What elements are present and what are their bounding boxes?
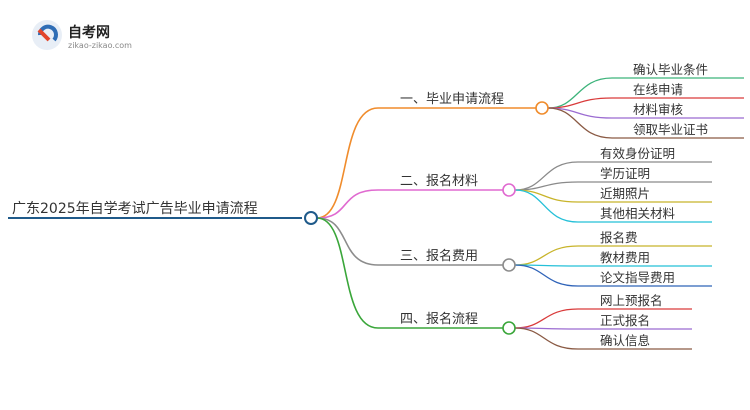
leaf-label: 网上预报名 bbox=[600, 293, 663, 308]
branch-node-circle[interactable] bbox=[535, 101, 549, 115]
leaf-label: 材料审核 bbox=[633, 102, 684, 117]
leaf-label: 论文指导费用 bbox=[600, 270, 675, 285]
branch-node-circle[interactable] bbox=[502, 183, 516, 197]
leaf-label: 教材费用 bbox=[600, 250, 650, 265]
logo-mark-icon bbox=[32, 20, 62, 50]
leaf-connector bbox=[514, 245, 579, 266]
leaf-connector bbox=[514, 189, 579, 223]
branch-node-circle[interactable] bbox=[502, 321, 516, 335]
leaf-label: 领取毕业证书 bbox=[633, 122, 708, 137]
logo-url: zikao-zikao.com bbox=[68, 41, 132, 50]
leaf-label: 确认毕业条件 bbox=[633, 62, 708, 77]
branch-label: 二、报名材料 bbox=[400, 173, 478, 189]
logo-title: 自考网 bbox=[68, 25, 110, 41]
leaf-connector bbox=[547, 107, 613, 139]
branch-connector bbox=[316, 107, 379, 219]
leaf-connector bbox=[514, 327, 579, 350]
leaf-label: 确认信息 bbox=[600, 333, 650, 348]
leaf-label: 正式报名 bbox=[600, 313, 650, 328]
leaf-label: 近期照片 bbox=[600, 186, 650, 201]
branch-connector bbox=[316, 189, 379, 219]
leaf-connector bbox=[514, 308, 579, 329]
root-label: 广东2025年自学考试广告毕业申请流程 bbox=[12, 201, 258, 217]
branch-connector bbox=[316, 217, 379, 329]
leaf-label: 报名费 bbox=[600, 230, 638, 245]
leaf-label: 其他相关材料 bbox=[600, 206, 676, 221]
leaf-label: 有效身份证明 bbox=[600, 146, 675, 161]
leaf-connector bbox=[514, 264, 579, 287]
leaf-label: 在线申请 bbox=[633, 82, 683, 97]
branch-label: 四、报名流程 bbox=[400, 311, 478, 327]
branch-label: 三、报名费用 bbox=[400, 248, 478, 264]
leaf-label: 学历证明 bbox=[600, 166, 650, 181]
branch-connector bbox=[316, 217, 379, 266]
logo bbox=[30, 18, 160, 54]
branch-node-circle[interactable] bbox=[502, 258, 516, 272]
leaf-connector bbox=[547, 77, 613, 109]
branch-label: 一、毕业申请流程 bbox=[400, 92, 504, 107]
root-node-circle[interactable] bbox=[304, 211, 318, 225]
